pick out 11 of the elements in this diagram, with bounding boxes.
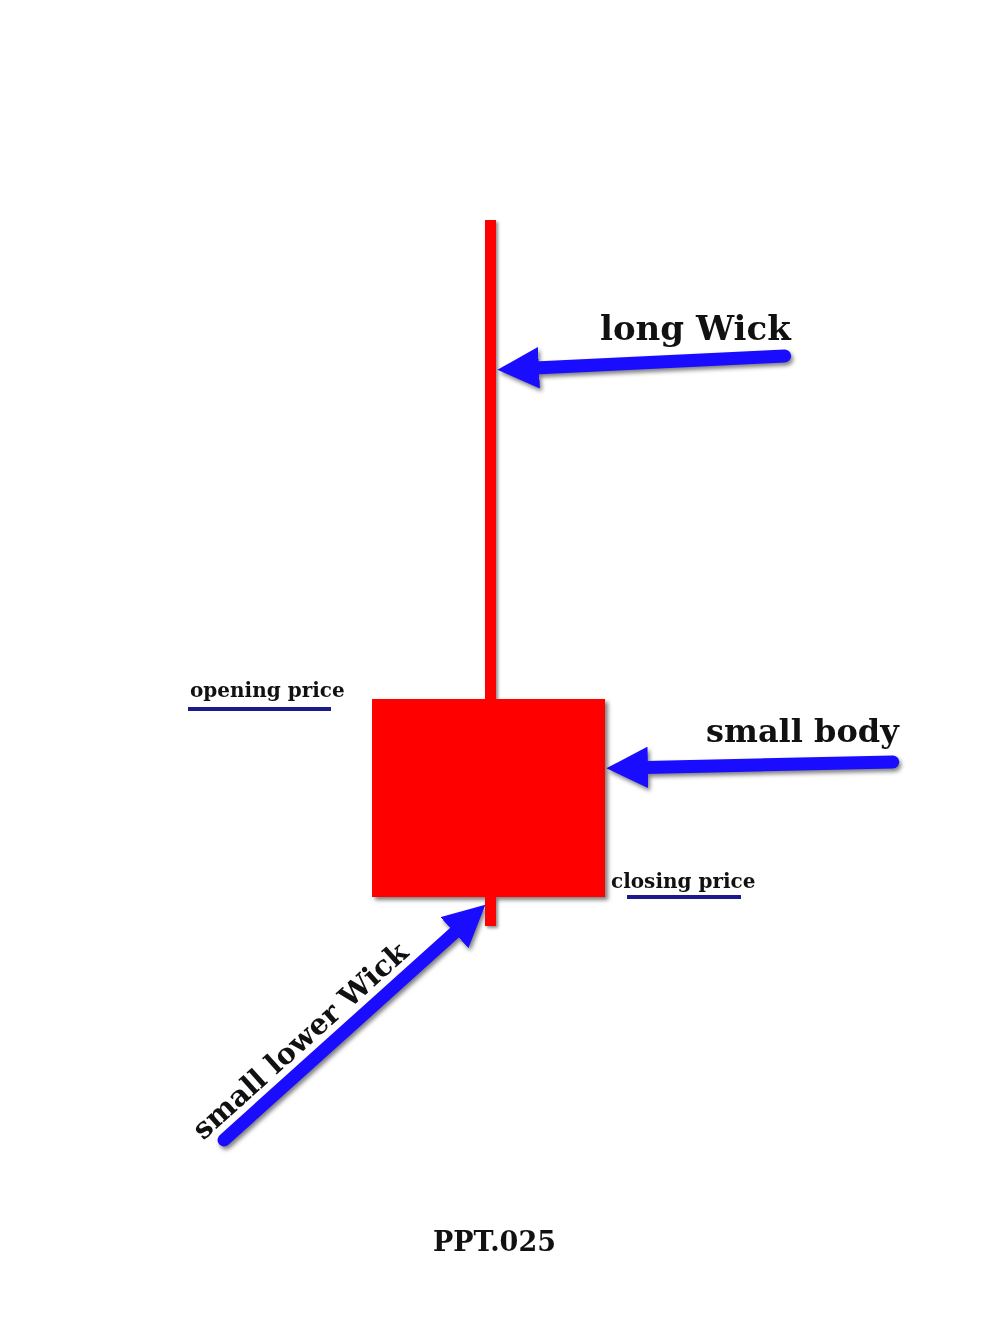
arrow [606, 746, 900, 789]
page-number: PPT.025 [433, 1226, 556, 1257]
wick-label: long Wick [600, 306, 870, 362]
body-label: small body [706, 710, 962, 768]
candle-body [372, 699, 605, 897]
arrow [217, 904, 486, 1147]
lower-wick [485, 897, 496, 926]
price-label: opening price [190, 678, 345, 702]
arrow [497, 347, 792, 389]
price-label: closing price [611, 869, 756, 893]
upper-wick [485, 220, 496, 699]
